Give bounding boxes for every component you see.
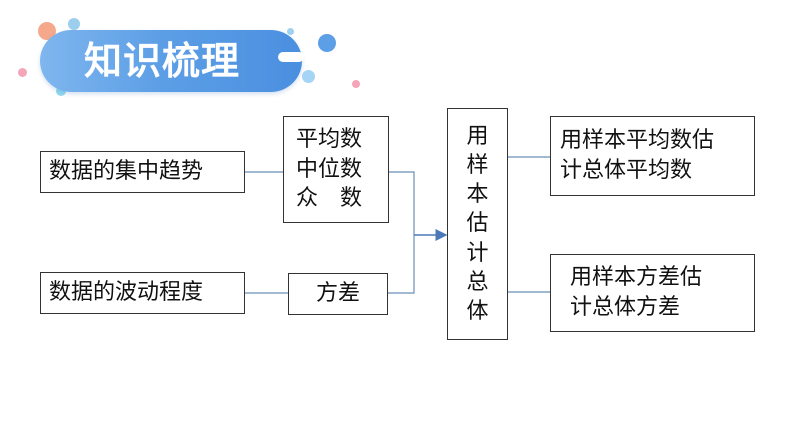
bracket-variance <box>388 235 415 294</box>
banner-notch <box>278 52 304 62</box>
estimate-char: 体 <box>466 298 489 324</box>
central-tendency-box: 数据的集中趋势 <box>40 151 245 193</box>
decor-dot-blue-small <box>68 18 80 30</box>
measures-box: 平均数 中位数 众 数 <box>283 116 389 223</box>
variance-box: 方差 <box>288 273 388 315</box>
decor-dot-lightblue-right <box>302 70 315 83</box>
estimate-variance-line2: 计总体方差 <box>570 295 681 320</box>
estimate-char: 总 <box>466 269 489 295</box>
decor-dot-pink-right <box>352 80 360 88</box>
page-title: 知识梳理 <box>84 39 241 83</box>
bracket-measures <box>389 171 415 235</box>
estimate-mean-box: 用样本平均数估 计总体平均数 <box>550 116 755 196</box>
estimate-char: 样 <box>466 153 489 179</box>
decor-dot-tiny-right <box>287 28 294 35</box>
title-banner <box>40 30 302 92</box>
decor-dot-pink <box>18 68 27 77</box>
measure-median: 中位数 <box>296 156 363 182</box>
sample-estimate-box: 用 样 本 估 计 总 体 <box>447 108 508 340</box>
measure-mean: 平均数 <box>296 126 363 152</box>
estimate-mean-line1: 用样本平均数估 <box>560 128 715 154</box>
estimate-char: 本 <box>466 182 489 208</box>
measure-mode: 众 数 <box>296 186 363 212</box>
estimate-variance-box: 用样本方差估 计总体方差 <box>550 254 755 332</box>
dispersion-box: 数据的波动程度 <box>40 272 245 314</box>
estimate-char: 计 <box>466 240 489 266</box>
decor-dot-cyan <box>56 86 66 96</box>
variance-label: 方差 <box>315 281 360 307</box>
estimate-char: 估 <box>466 211 489 237</box>
estimate-variance-line1: 用样本方差估 <box>570 265 703 291</box>
estimate-mean-line2: 计总体平均数 <box>560 158 693 183</box>
dispersion-label: 数据的波动程度 <box>49 280 204 306</box>
estimate-char: 用 <box>466 124 489 150</box>
central-tendency-label: 数据的集中趋势 <box>49 159 204 185</box>
decor-dot-blue-right <box>318 34 336 52</box>
